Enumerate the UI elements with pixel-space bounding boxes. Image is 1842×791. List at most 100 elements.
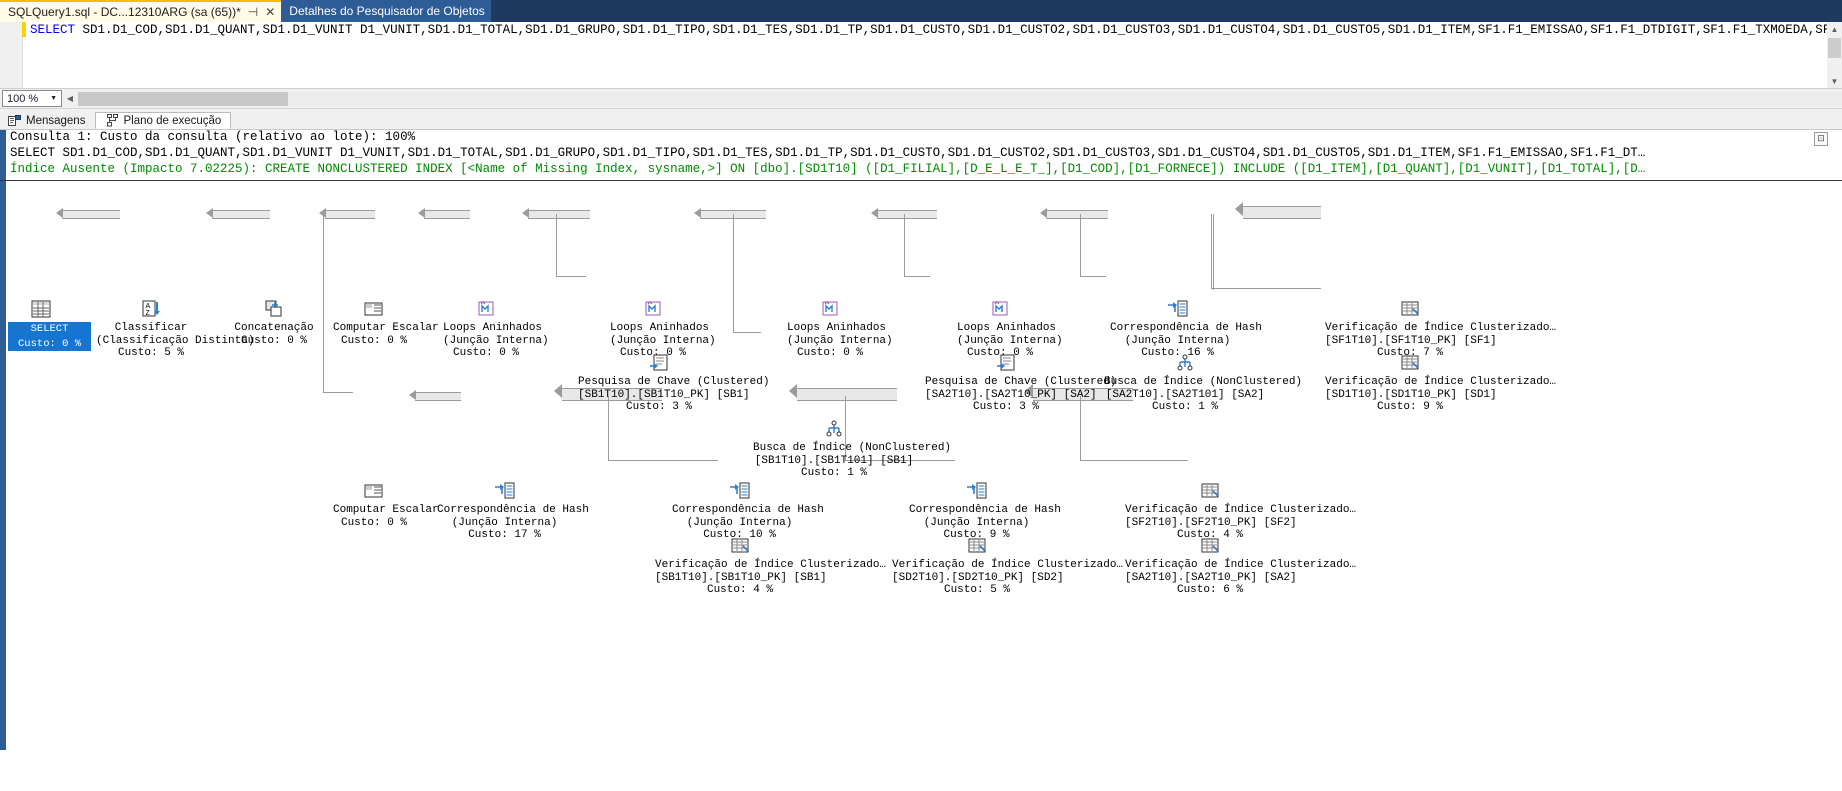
pin-icon[interactable]: ⊣ [247,5,259,19]
execution-plan-icon [103,114,119,127]
node-pesquisa-chave-2[interactable]: Pesquisa de Chave (Clustered) [SA2T10].[… [925,352,1117,414]
arrowhead-icon [319,208,326,218]
node-verificacao-indice-clusterizado-3-subtitle: [SF2T10].[SF2T10_PK] [SF2] [1125,516,1297,529]
node-correspondencia-hash-3[interactable]: Correspondência de Hash (Junção Interna)… [672,480,824,542]
plan-header-expand-icon[interactable]: ⊡ [1814,132,1828,146]
node-pesquisa-chave-2-title: Pesquisa de Chave (Clustered) [925,376,1117,388]
node-correspondencia-hash-1[interactable]: Correspondência de Hash (Junção Interna)… [1110,298,1262,360]
hscroll-thumb[interactable] [78,91,288,106]
node-verificacao-indice-clusterizado-1-subtitle: [SF1T10].[SF1T10_PK] [SF1] [1325,334,1497,347]
close-icon[interactable]: ✕ [265,5,276,19]
node-pesquisa-chave-1[interactable]: Pesquisa de Chave (Clustered) [SB1T10].[… [578,352,770,414]
tab-plano-execucao-label: Plano de execução [123,114,222,127]
node-verificacao-indice-clusterizado-6-cost: Custo: 6 % [1176,584,1243,597]
node-classificar-title: Classificar [114,322,188,334]
sql-editor-tab[interactable]: SQLQuery1.sql - DC...12310ARG (sa (65))*… [0,0,282,22]
editor-gutter [0,22,23,88]
connector-nl3-lower-vertical [904,214,905,276]
node-computar-escalar-1-title: Computar Escalar [333,322,439,334]
node-busca-indice-nonclustered-2[interactable]: Busca de Índice (NonClustered) [SB1T10].… [753,418,951,480]
node-loops-aninhados-2-subtitle: (Junção Interna) [610,334,716,347]
node-computar-escalar-2-title: Computar Escalar [333,504,439,516]
node-verificacao-indice-clusterizado-1[interactable]: Verificação de Índice Clusterizado… [SF1… [1325,298,1557,360]
execution-plan-pane[interactable]: Consulta 1: Custo da consulta (relativo … [0,130,1842,750]
node-concatenacao[interactable]: Concatenação Custo: 0 % [228,298,320,347]
scroll-thumb[interactable] [1828,38,1841,58]
clustered-index-scan-icon [1325,352,1495,374]
svg-text:A: A [146,303,151,310]
node-correspondencia-hash-4-title: Correspondência de Hash [909,504,1061,516]
connector-hm4-lower-vertical [1080,396,1081,460]
connector-concat-vertical [323,214,324,392]
node-verificacao-indice-clusterizado-2[interactable]: Verificação de Índice Clusterizado… [SD1… [1325,352,1556,414]
sql-editor[interactable]: SELECT SD1.D1_COD,SD1.D1_QUANT,SD1.D1_VU… [0,22,1842,89]
sql-editor-tab-label: SQLQuery1.sql - DC...12310ARG (sa (65))* [8,5,241,19]
node-loops-aninhados-4-cost: Custo: 0 % [966,347,1033,360]
index-seek-icon [753,418,915,440]
node-pesquisa-chave-1-title: Pesquisa de Chave (Clustered) [578,376,770,388]
node-verificacao-indice-clusterizado-2-cost: Custo: 9 % [1376,401,1443,414]
scroll-down-icon[interactable]: ▼ [1830,76,1839,86]
zoom-level-combobox[interactable]: 100 % ▼ [2,90,62,107]
node-busca-indice-nonclustered-1[interactable]: Busca de Índice (NonClustered) [SA2T10].… [1104,352,1302,414]
arrowhead-icon [1235,202,1243,216]
arrowhead-icon [206,208,213,218]
node-select[interactable]: SELECT Custo: 0 % [8,298,92,352]
node-verificacao-indice-clusterizado-6[interactable]: Verificação de Índice Clusterizado… [SA2… [1125,535,1356,597]
node-correspondencia-hash-2-cost: Custo: 17 % [468,529,541,542]
node-pesquisa-chave-2-subtitle: [SA2T10].[SA2T10_PK] [SA2] [925,388,1097,401]
editor-horizontal-scrollbar[interactable] [78,91,1842,106]
node-verificacao-indice-clusterizado-5-cost: Custo: 5 % [943,584,1010,597]
node-verificacao-indice-clusterizado-4[interactable]: Verificação de Índice Clusterizado… [SB1… [655,535,886,597]
tab-mensagens-label: Mensagens [26,114,86,127]
node-verificacao-indice-clusterizado-5[interactable]: Verificação de Índice Clusterizado… [SD2… [892,535,1124,597]
node-verificacao-indice-clusterizado-4-cost: Custo: 4 % [706,584,773,597]
hash-match-icon [672,480,807,502]
tab-mensagens[interactable]: Mensagens [0,112,95,129]
connector-hm3-to-hm2 [562,388,662,401]
node-loops-aninhados-2[interactable]: Loops Aninhados (Junção Interna) Custo: … [610,298,716,360]
node-loops-aninhados-4[interactable]: Loops Aninhados (Junção Interna) Custo: … [957,298,1063,360]
node-correspondencia-hash-4-subtitle: (Junção Interna) [923,516,1030,529]
node-correspondencia-hash-4-cost: Custo: 9 % [943,529,1010,542]
connector-ciscan1-to-hm1 [1243,206,1321,219]
hscroll-left-arrow-icon[interactable]: ◀ [66,94,74,103]
node-computar-escalar-1[interactable]: Computar Escalar Custo: 0 % [333,298,439,347]
node-loops-aninhados-3[interactable]: Loops Aninhados (Junção Interna) Custo: … [787,298,893,360]
node-verificacao-indice-clusterizado-5-title: Verificação de Índice Clusterizado… [892,559,1124,571]
connector-hm1-probe-horizontal [1211,288,1321,289]
arrowhead-icon [418,208,425,218]
arrowhead-icon [694,208,701,218]
clustered-index-scan-icon [1325,298,1495,320]
connector-hm1-probe-vertical [1211,214,1212,288]
tab-plano-execucao[interactable]: Plano de execução [95,112,232,129]
node-verificacao-indice-clusterizado-1-cost: Custo: 7 % [1376,347,1443,360]
node-correspondencia-hash-3-subtitle: (Junção Interna) [686,516,793,529]
node-loops-aninhados-1[interactable]: Loops Aninhados (Junção Interna) Custo: … [443,298,549,360]
nested-loops-icon [443,298,529,320]
arrowhead-icon [1040,208,1047,218]
result-grid-icon [8,298,74,320]
chevron-down-icon[interactable]: ▼ [50,95,57,102]
editor-vertical-scrollbar[interactable]: ▲ ▼ [1827,22,1842,88]
node-classificar-subtitle: (Classificação Distinta) [96,334,255,347]
scroll-up-icon[interactable]: ▲ [1830,24,1839,34]
node-verificacao-indice-clusterizado-3-cost: Custo: 4 % [1176,529,1243,542]
node-correspondencia-hash-2[interactable]: Correspondência de Hash (Junção Interna)… [437,480,589,542]
node-correspondencia-hash-2-subtitle: (Junção Interna) [451,516,558,529]
node-verificacao-indice-clusterizado-3[interactable]: Verificação de Índice Clusterizado… [SF2… [1125,480,1356,542]
node-correspondencia-hash-4[interactable]: Correspondência de Hash (Junção Interna)… [909,480,1061,542]
node-computar-escalar-2[interactable]: Computar Escalar Custo: 0 % [333,480,439,529]
node-verificacao-indice-clusterizado-1-title: Verificação de Índice Clusterizado… [1325,322,1557,334]
connector-nl4-to-nl3 [877,210,937,219]
nested-loops-icon [787,298,873,320]
node-busca-indice-nonclustered-2-cost: Custo: 1 % [800,467,867,480]
plan-missing-index-line[interactable]: Índice Ausente (Impacto 7.02225): CREATE… [10,162,1646,176]
node-loops-aninhados-3-subtitle: (Junção Interna) [787,334,893,347]
connector-hm3-lower-vertical [845,396,846,460]
node-correspondencia-hash-3-cost: Custo: 10 % [703,529,776,542]
object-explorer-details-tab[interactable]: Detalhes do Pesquisador de Objetos [281,0,491,22]
clustered-index-scan-icon [655,535,825,557]
